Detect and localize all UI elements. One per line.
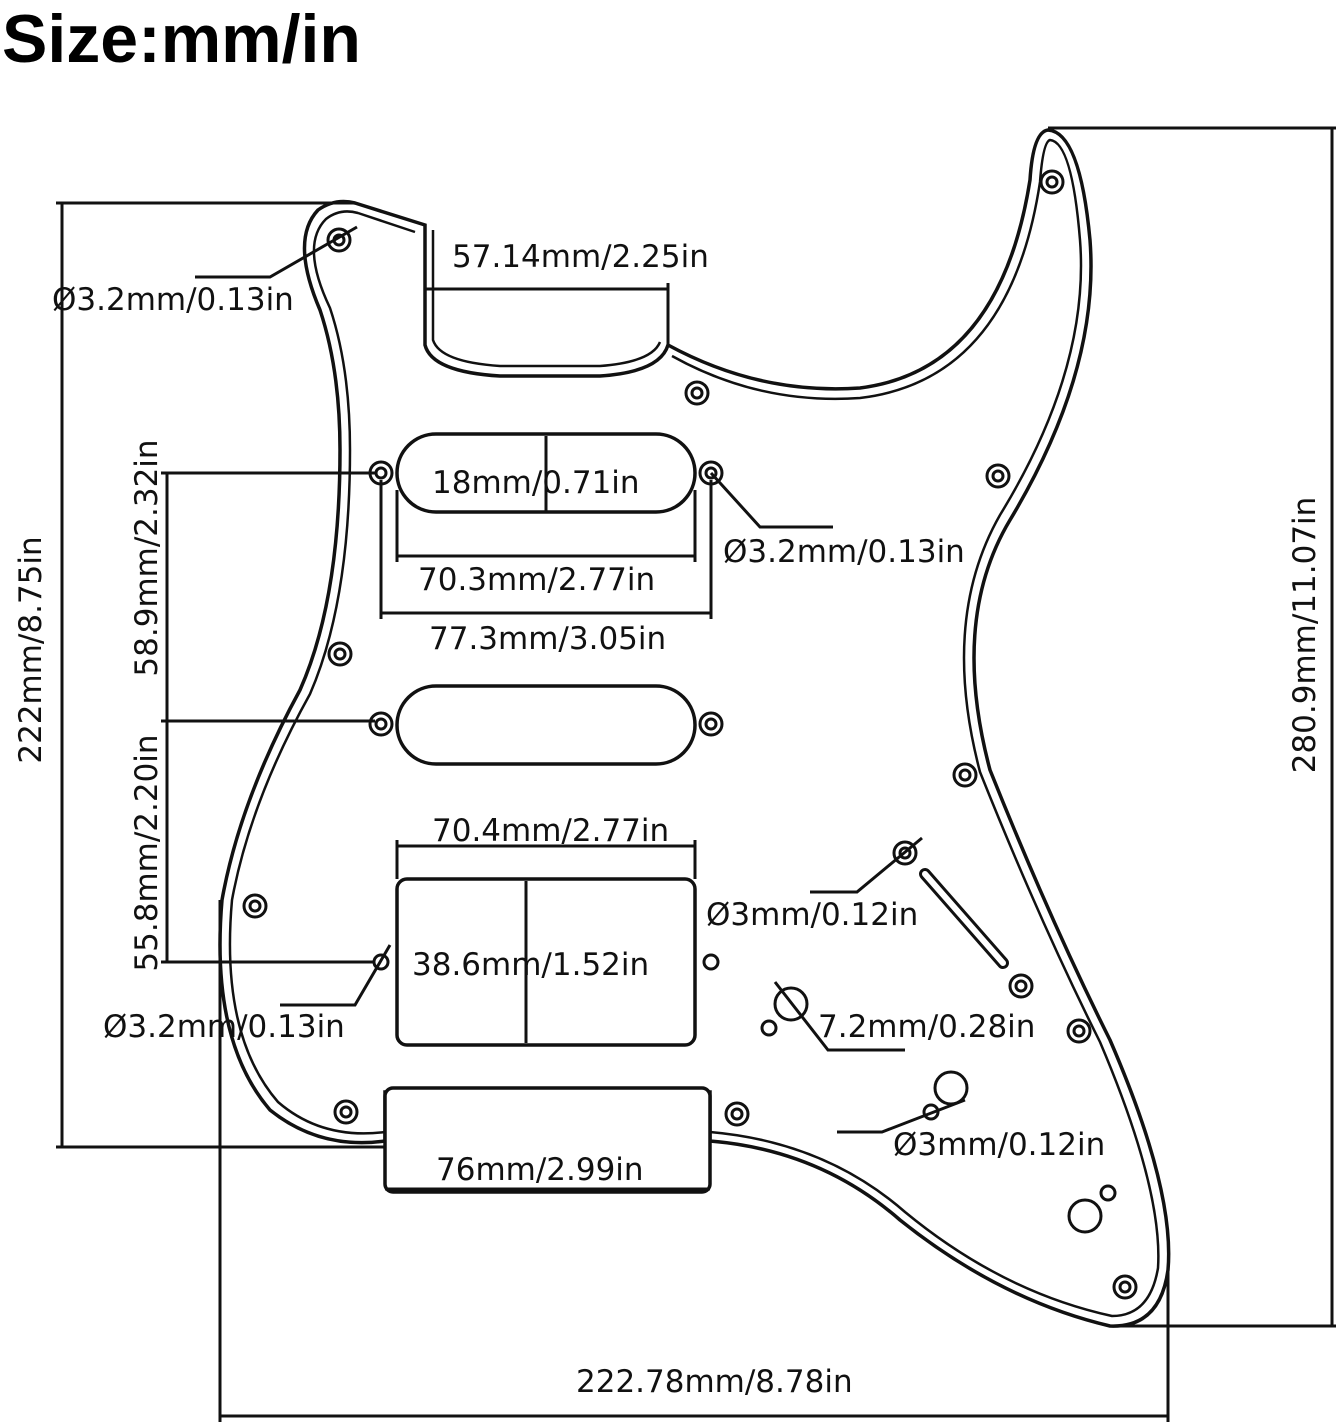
- label-overall-width: 222.78mm/8.78in: [576, 1364, 853, 1400]
- humbucker-cutout: [395, 877, 697, 1047]
- label-overall-height-right: 280.9mm/11.07in: [1287, 497, 1323, 774]
- dimension-lines: [56, 126, 1336, 1422]
- label-humbucker-height: 38.6mm/1.52in: [412, 947, 649, 983]
- page-title: Size:mm/in: [2, 1, 361, 77]
- label-neck-to-middle: 58.9mm/2.32in: [129, 439, 165, 676]
- label-pot-hole: 7.2mm/0.28in: [818, 1009, 1035, 1045]
- middle-pickup-cutout: [395, 684, 697, 766]
- label-single-coil-length: 70.3mm/2.77in: [418, 562, 655, 598]
- label-top-cutout-width: 57.14mm/2.25in: [452, 239, 709, 275]
- label-bottom-cutout-width: 76mm/2.99in: [436, 1152, 644, 1188]
- label-single-coil-height: 18mm/0.71in: [432, 465, 640, 501]
- label-screw-top-left: Ø3.2mm/0.13in: [52, 282, 294, 318]
- label-middle-to-bridge: 55.8mm/2.20in: [129, 734, 165, 971]
- label-humbucker-width: 70.4mm/2.77in: [432, 813, 669, 849]
- label-screw-neck-pickup: Ø3.2mm/0.13in: [723, 534, 965, 570]
- dimension-labels: 57.14mm/2.25in Ø3.2mm/0.13in 18mm/0.71in…: [13, 239, 1323, 1400]
- bottom-cutout: [383, 1086, 712, 1194]
- label-screw-bridge-humbucker: Ø3.2mm/0.13in: [103, 1009, 345, 1045]
- switch-slot: [919, 868, 1009, 969]
- label-lower-screw: Ø3mm/0.12in: [893, 1127, 1105, 1163]
- label-single-coil-screw-span: 77.3mm/3.05in: [429, 621, 666, 657]
- label-switch-screw: Ø3mm/0.12in: [706, 897, 918, 933]
- label-overall-height-left: 222mm/8.75in: [13, 536, 49, 763]
